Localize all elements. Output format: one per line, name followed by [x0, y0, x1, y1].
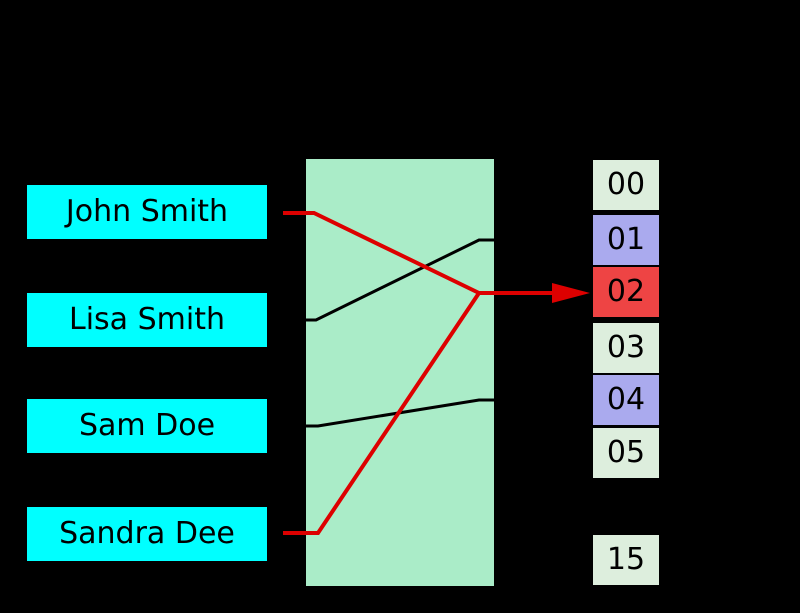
- bucket-label-03: 03: [606, 330, 646, 365]
- key-label-john-smith: John Smith: [65, 194, 229, 229]
- bucket-cell-01: 01: [593, 215, 659, 265]
- key-label-lisa-smith: Lisa Smith: [69, 302, 225, 337]
- bucket-label-05: 05: [606, 435, 646, 470]
- bucket-cell-03: 03: [593, 323, 659, 373]
- key-box-john-smith: John Smith: [27, 185, 267, 239]
- bucket-label-02: 02: [606, 274, 646, 309]
- key-box-lisa-smith: Lisa Smith: [27, 293, 267, 347]
- bucket-cell-02: 02: [593, 267, 659, 317]
- bucket-cell-15: 15: [593, 535, 659, 585]
- bucket-label-01: 01: [606, 222, 646, 257]
- bucket-cell-04: 04: [593, 375, 659, 425]
- key-label-sam-doe: Sam Doe: [78, 408, 216, 443]
- bucket-label-00: 00: [606, 167, 646, 202]
- bucket-cell-00: 00: [593, 160, 659, 210]
- bucket-label-15: 15: [606, 542, 646, 577]
- key-box-sam-doe: Sam Doe: [27, 399, 267, 453]
- collision-arrowhead-icon: [552, 283, 590, 303]
- hash-function-box: [306, 159, 494, 586]
- bucket-cell-05: 05: [593, 428, 659, 478]
- key-label-sandra-dee: Sandra Dee: [59, 516, 235, 551]
- key-box-sandra-dee: Sandra Dee: [27, 507, 267, 561]
- bucket-label-04: 04: [606, 382, 646, 417]
